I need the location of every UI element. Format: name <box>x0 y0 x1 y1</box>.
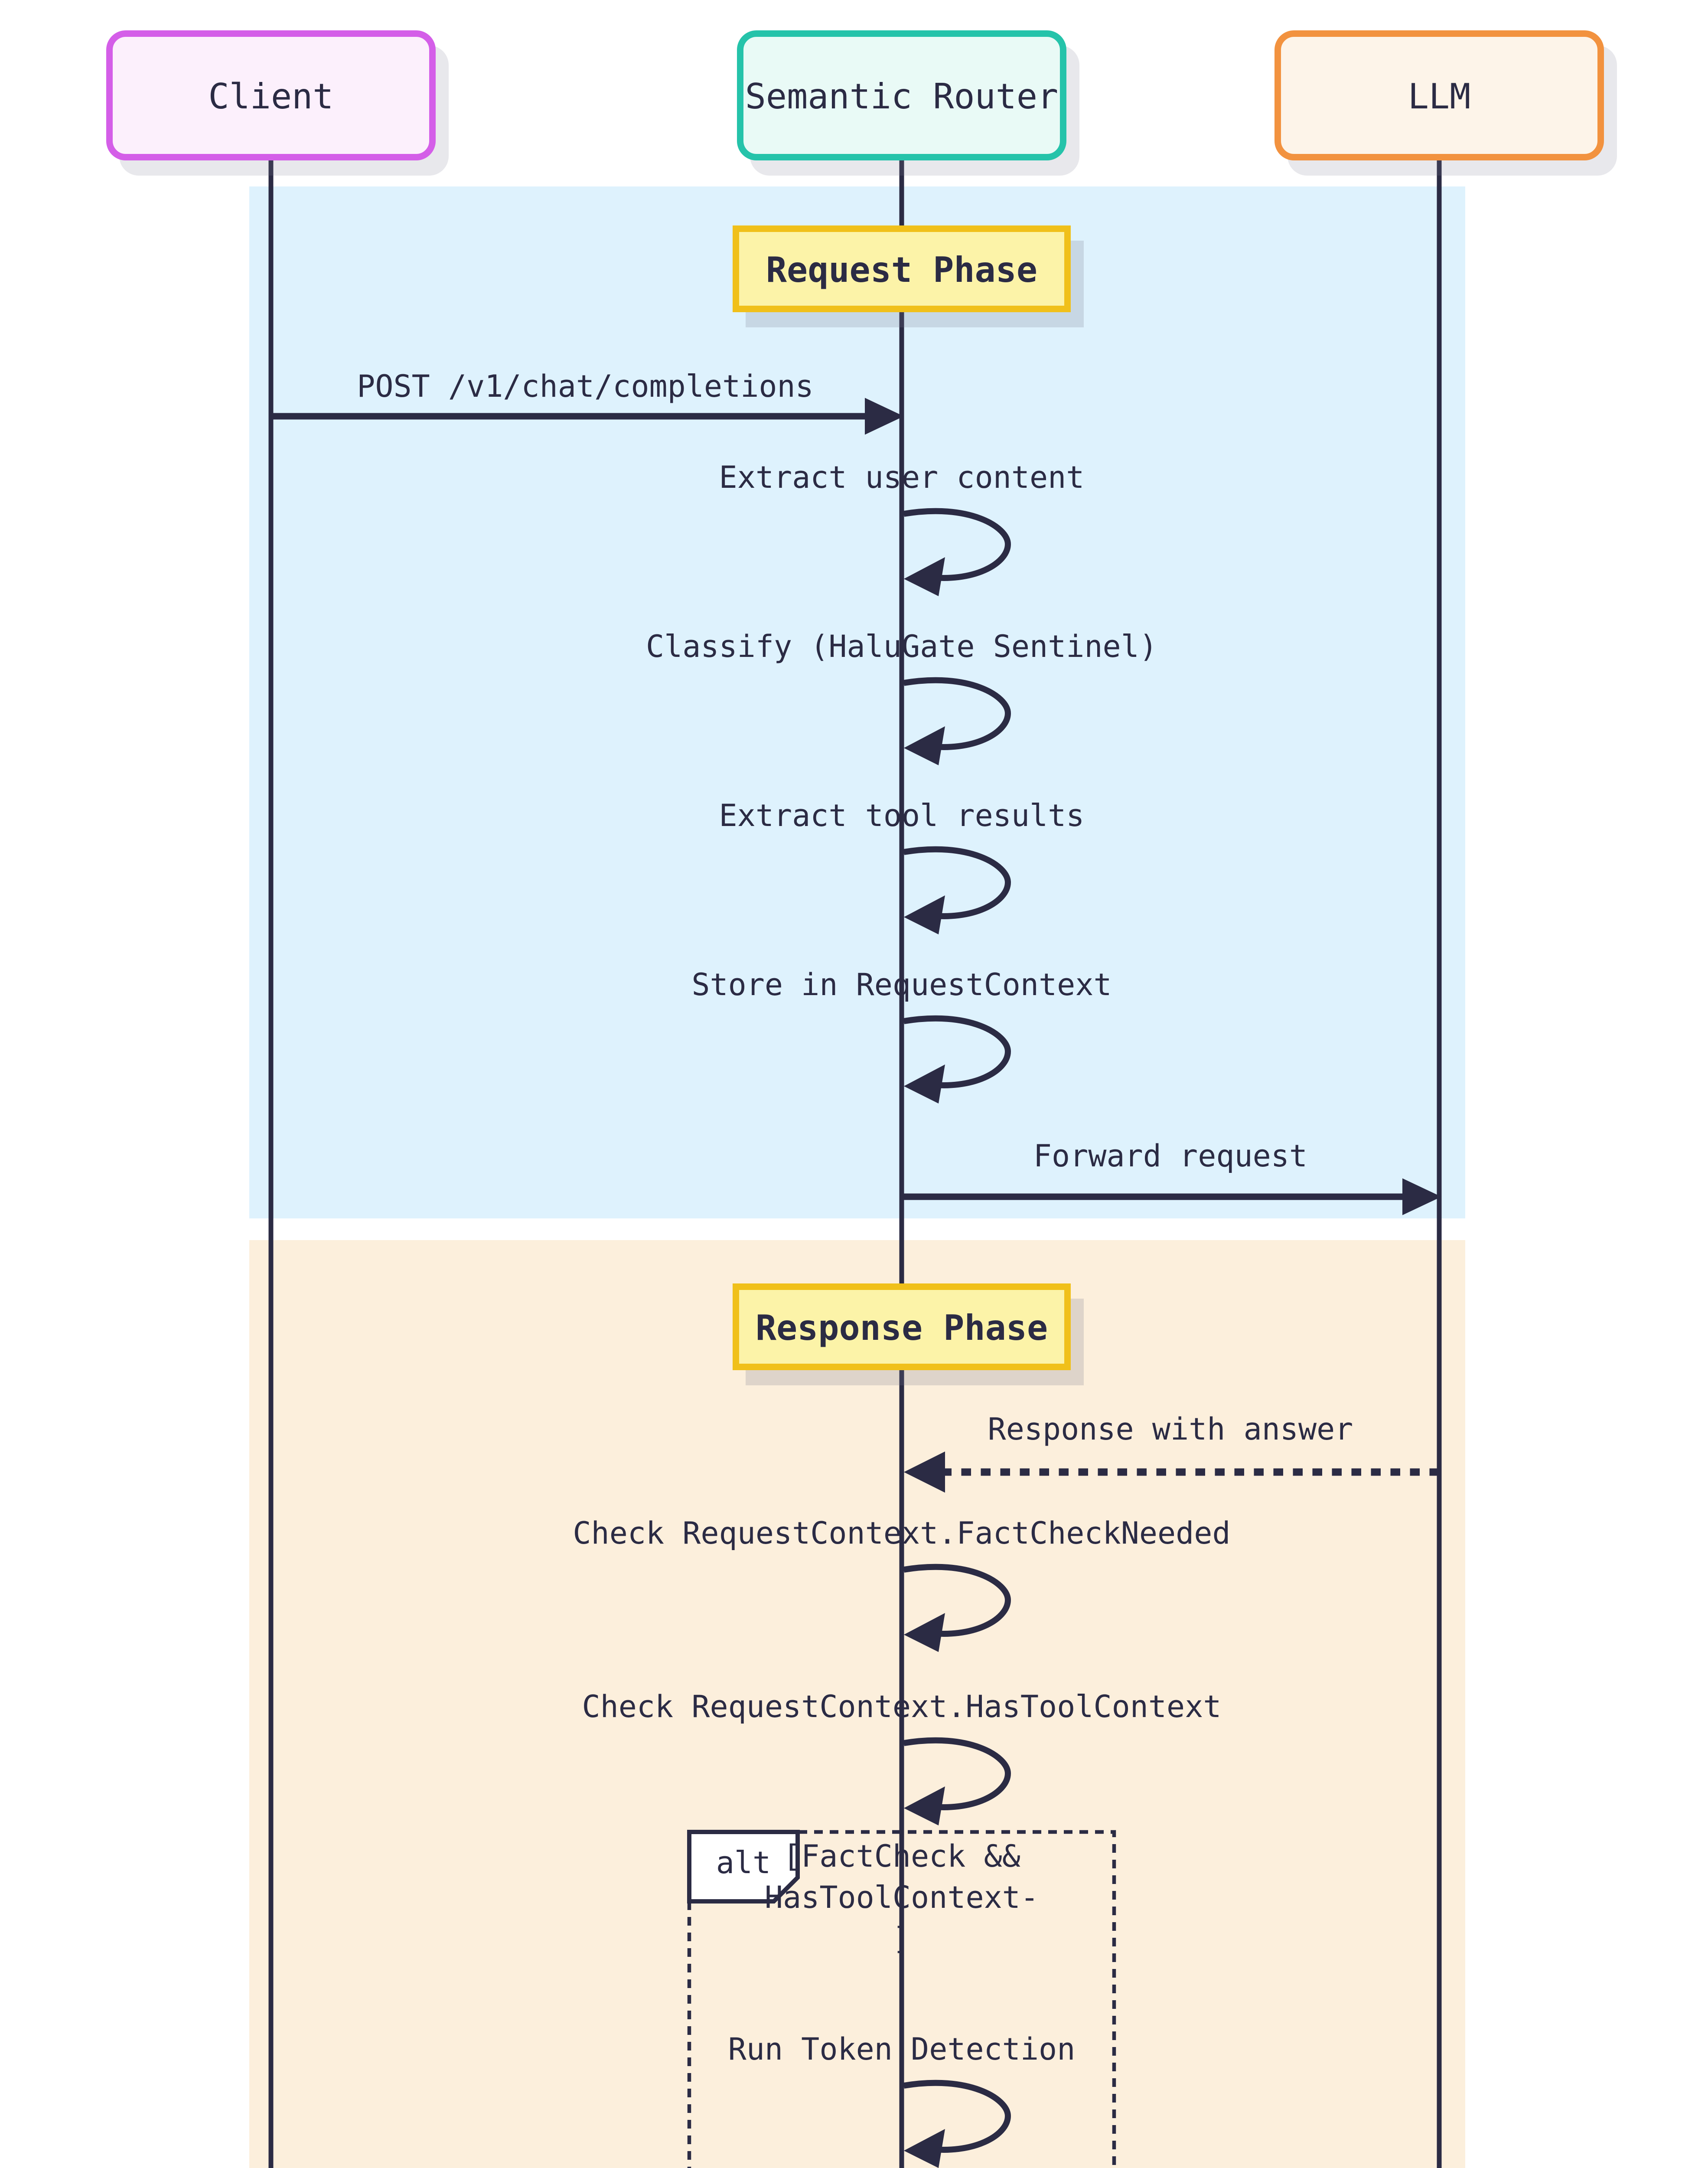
selfloop-run-token-detection <box>903 2080 1011 2168</box>
note-response-phase: Response Phase <box>733 1283 1071 1370</box>
arrow-post <box>271 398 904 435</box>
alt-condition-1: [FactCheck && HasToolContext- ] <box>764 1841 1039 1958</box>
arrow-response-with-answer <box>904 1451 1439 1493</box>
request-phase-band <box>249 186 1465 1218</box>
message-response-with-answer: Response with answer <box>988 1414 1353 1448</box>
message-forward-request: Forward request <box>1033 1140 1308 1175</box>
arrow-forward-request <box>902 1178 1441 1215</box>
message-post-completions: POST /v1/chat/completions <box>357 371 814 405</box>
message-extract-user-content: Extract user content <box>719 462 1085 496</box>
selfloop-extract-tool-results <box>903 846 1011 934</box>
message-extract-tool-results: Extract tool results <box>719 800 1085 835</box>
response-phase-band <box>249 1240 1465 2168</box>
selfloop-store-requestcontext <box>903 1015 1011 1104</box>
actor-llm-top: LLM <box>1274 30 1604 160</box>
actor-semantic-router-top: Semantic Router <box>737 30 1066 160</box>
actor-llm-label: LLM <box>1408 75 1471 116</box>
message-check-factcheck: Check RequestContext.FactCheckNeeded <box>573 1518 1231 1552</box>
actor-client-top: Client <box>106 30 436 160</box>
actor-client-label: Client <box>208 75 334 116</box>
message-run-token-detection: Run Token Detection <box>728 2034 1076 2068</box>
message-classify: Classify (HaluGate Sentinel) <box>645 631 1158 666</box>
alt-label-box <box>687 1830 800 1904</box>
note-request-phase: Request Phase <box>733 225 1071 312</box>
message-store-requestcontext: Store in RequestContext <box>691 969 1112 1004</box>
selfloop-classify <box>903 677 1011 765</box>
actor-semantic-router-label: Semantic Router <box>745 75 1059 116</box>
selfloop-extract-user-content <box>903 508 1011 596</box>
alt-label: alt <box>716 1847 771 1882</box>
selfloop-check-hastoolcontext <box>903 1737 1011 1825</box>
selfloop-check-factcheck <box>903 1564 1011 1652</box>
message-check-hastoolcontext: Check RequestContext.HasToolContext <box>582 1691 1222 1726</box>
